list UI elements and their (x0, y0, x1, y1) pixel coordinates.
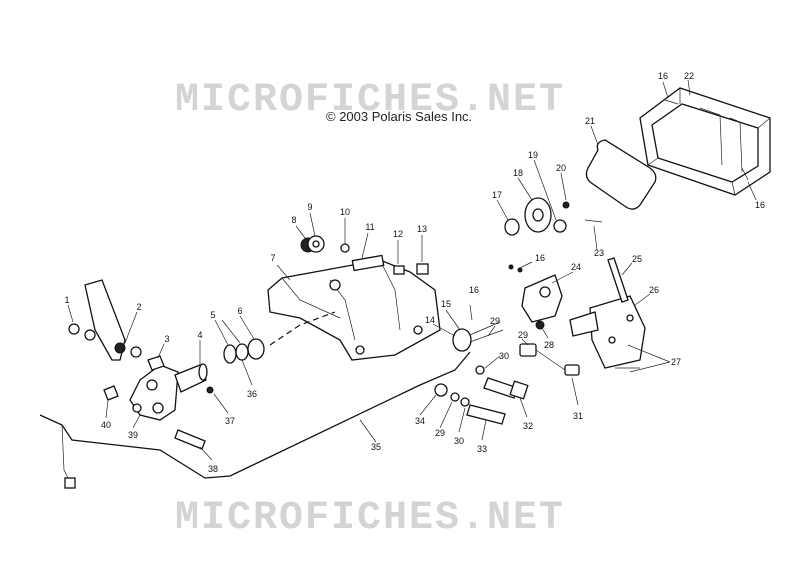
callout-8: 8 (291, 215, 296, 225)
callout-37: 37 (225, 416, 235, 426)
callout-18: 18 (513, 168, 523, 178)
callout-16-right: 16 (755, 200, 765, 210)
callout-14: 14 (425, 315, 435, 325)
motor-26 (569, 295, 646, 369)
callout-26: 26 (649, 285, 659, 295)
plate-24 (521, 274, 563, 323)
bushing-3 (147, 355, 165, 371)
callout-9: 9 (307, 202, 312, 212)
callout-6: 6 (237, 306, 242, 316)
screw-16-right (741, 167, 749, 181)
lever-39 (129, 364, 179, 421)
main-bracket-7 (267, 254, 441, 361)
washer-30 (460, 397, 470, 407)
callout-16-mid: 16 (469, 285, 479, 295)
screw-16-mid (469, 304, 473, 321)
copyright-text: © 2003 Polaris Sales Inc. (326, 109, 472, 124)
callout-15: 15 (441, 299, 451, 309)
callout-12: 12 (393, 229, 403, 239)
washer-34 (434, 383, 448, 397)
washer-29 (450, 392, 460, 402)
callout-21: 21 (585, 116, 595, 126)
callout-39: 39 (128, 430, 138, 440)
seal-5 (223, 344, 237, 364)
callout-32: 32 (523, 421, 533, 431)
callout-20: 20 (556, 163, 566, 173)
bolt-38 (174, 429, 206, 450)
watermark-bottom: MICROFICHES.NET (175, 496, 565, 541)
callout-23: 23 (594, 248, 604, 258)
callout-5: 5 (210, 310, 215, 320)
callouts: 1 2 3 4 5 6 7 8 9 10 11 12 13 14 15 16 1… (64, 71, 765, 474)
callout-10: 10 (340, 207, 350, 217)
callout-33: 33 (477, 444, 487, 454)
screw-16-top (664, 99, 679, 105)
bolt-32 (483, 377, 519, 399)
seal-36 (235, 343, 249, 361)
callout-25: 25 (632, 254, 642, 264)
callout-1: 1 (64, 295, 69, 305)
callout-29-upper: 29 (490, 316, 500, 326)
parts-artwork (39, 87, 771, 489)
bolt-28 (535, 320, 545, 330)
washer-30b (475, 365, 485, 375)
pulley-assembly (504, 197, 570, 236)
pin-37 (206, 386, 214, 394)
connector-29 (519, 343, 537, 357)
callout-7: 7 (270, 253, 275, 263)
callout-35: 35 (371, 442, 381, 452)
rod-35 (39, 351, 471, 479)
nut-40 (103, 385, 119, 401)
callout-28: 28 (544, 340, 554, 350)
connector-31 (564, 364, 580, 376)
callout-13: 13 (417, 224, 427, 234)
callout-34: 34 (415, 416, 425, 426)
callout-30-upper: 30 (499, 351, 509, 361)
bearing-8-9 (300, 235, 325, 253)
callout-38: 38 (208, 464, 218, 474)
callout-31: 31 (573, 411, 583, 421)
nut-10 (340, 243, 350, 253)
callout-2: 2 (136, 302, 141, 312)
housing-box-22 (639, 87, 771, 196)
pin-23 (584, 219, 603, 223)
callout-11: 11 (365, 222, 374, 232)
callout-19: 19 (528, 150, 538, 160)
callout-36: 36 (247, 389, 257, 399)
nut-13 (416, 263, 429, 275)
oring-6 (247, 338, 265, 360)
column-arm (84, 279, 126, 361)
callout-24: 24 (571, 262, 581, 272)
washer-1 (68, 323, 80, 335)
washer-2b (130, 346, 142, 358)
sensor-14-15 (452, 321, 504, 352)
strap-25 (607, 257, 629, 303)
callout-4: 4 (197, 330, 202, 340)
spacer-2 (114, 342, 126, 354)
nut-12 (393, 265, 405, 275)
shaft-4 (174, 364, 207, 393)
callout-30-lower: 30 (454, 436, 464, 446)
callout-17: 17 (492, 190, 502, 200)
callout-22: 22 (684, 71, 694, 81)
bolt-33 (466, 404, 506, 425)
rod-end-fitting (64, 477, 76, 489)
callout-16-lower: 16 (535, 253, 545, 263)
washer-2 (84, 329, 96, 341)
gasket-21 (585, 139, 657, 210)
watermark-top: MICROFICHES.NET (175, 78, 565, 123)
callout-27: 27 (671, 357, 681, 367)
callout-29-top: 29 (518, 330, 528, 340)
callout-40: 40 (101, 420, 111, 430)
callout-29-lower: 29 (435, 428, 445, 438)
callout-16-top: 16 (658, 71, 668, 81)
callout-3: 3 (164, 334, 169, 344)
